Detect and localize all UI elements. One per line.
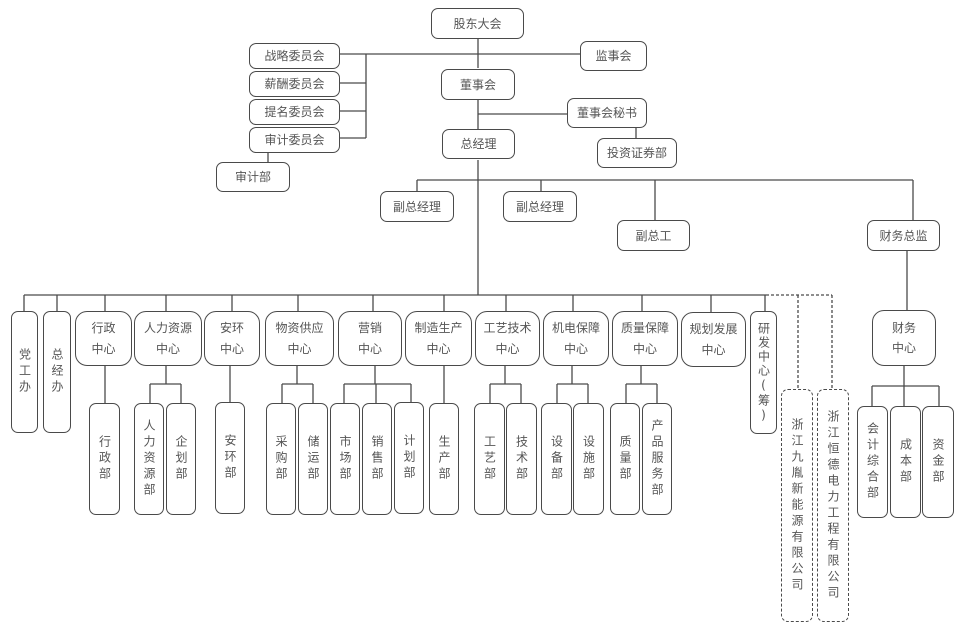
node-hr-dept[interactable]: 人力资源部 — [134, 403, 164, 515]
node-finance-center[interactable]: 财务 中心 — [872, 310, 936, 366]
node-admin-dept[interactable]: 行政部 — [89, 403, 120, 515]
node-plan-dept[interactable]: 计划部 — [394, 402, 424, 514]
node-process-dept[interactable]: 工艺部 — [474, 403, 505, 515]
node-accounting-dept[interactable]: 会计综合部 — [857, 406, 888, 518]
node-equipment-dept[interactable]: 设备部 — [541, 403, 572, 515]
node-facility-dept[interactable]: 设施部 — [573, 403, 604, 515]
node-quality-dept[interactable]: 质量部 — [610, 403, 640, 515]
node-party-office[interactable]: 党工办 — [11, 311, 38, 433]
node-gm-office[interactable]: 总经办 — [43, 311, 71, 433]
node-marketing-center[interactable]: 营销 中心 — [338, 311, 402, 366]
node-planning-dept[interactable]: 企划部 — [166, 403, 196, 515]
node-purchase-dept[interactable]: 采购部 — [266, 403, 296, 515]
node-market-dept[interactable]: 市场部 — [330, 403, 360, 515]
node-committee-compensation[interactable]: 薪酬委员会 — [249, 71, 340, 97]
node-deputy-gm-2[interactable]: 副总经理 — [503, 191, 577, 222]
node-cost-dept[interactable]: 成本部 — [890, 406, 921, 518]
node-manufacturing-center[interactable]: 制造生产 中心 — [405, 311, 472, 366]
node-supervisors[interactable]: 监事会 — [580, 41, 647, 71]
node-subsidiary-1[interactable]: 浙江九胤新能源有限公司 — [781, 389, 813, 622]
node-supply-center[interactable]: 物资供应 中心 — [265, 311, 334, 366]
node-sales-dept[interactable]: 销售部 — [362, 403, 392, 515]
node-admin-center[interactable]: 行政 中心 — [75, 311, 132, 366]
node-committee-strategy[interactable]: 战略委员会 — [249, 43, 340, 69]
node-board[interactable]: 董事会 — [441, 69, 515, 100]
node-rd-center[interactable]: 研发中心(筹) — [750, 311, 777, 434]
node-development-center[interactable]: 规划发展 中心 — [681, 312, 746, 367]
node-mech-center[interactable]: 机电保障 中心 — [543, 311, 609, 366]
node-hr-center[interactable]: 人力资源 中心 — [134, 311, 202, 366]
node-cfo[interactable]: 财务总监 — [867, 220, 940, 251]
node-shareholders[interactable]: 股东大会 — [431, 8, 524, 39]
node-product-service-dept[interactable]: 产品服务部 — [642, 403, 672, 515]
node-safety-env-dept[interactable]: 安环部 — [215, 402, 245, 514]
node-audit-dept[interactable]: 审计部 — [216, 162, 290, 192]
node-subsidiary-2[interactable]: 浙江恒德电力工程有限公司 — [817, 389, 849, 622]
node-committee-audit[interactable]: 审计委员会 — [249, 127, 340, 153]
node-deputy-chief-engineer[interactable]: 副总工 — [617, 220, 690, 251]
node-general-manager[interactable]: 总经理 — [442, 129, 515, 159]
node-safety-env-center[interactable]: 安环 中心 — [204, 311, 260, 366]
node-investment-securities[interactable]: 投资证券部 — [597, 138, 677, 168]
node-deputy-gm-1[interactable]: 副总经理 — [380, 191, 454, 222]
node-committee-nomination[interactable]: 提名委员会 — [249, 99, 340, 125]
node-storage-dept[interactable]: 储运部 — [298, 403, 328, 515]
node-quality-center[interactable]: 质量保障 中心 — [612, 311, 678, 366]
node-technology-dept[interactable]: 技术部 — [506, 403, 537, 515]
node-funds-dept[interactable]: 资金部 — [922, 406, 954, 518]
node-tech-center[interactable]: 工艺技术 中心 — [475, 311, 540, 366]
node-production-dept[interactable]: 生产部 — [429, 403, 459, 515]
node-board-secretary[interactable]: 董事会秘书 — [567, 98, 647, 128]
